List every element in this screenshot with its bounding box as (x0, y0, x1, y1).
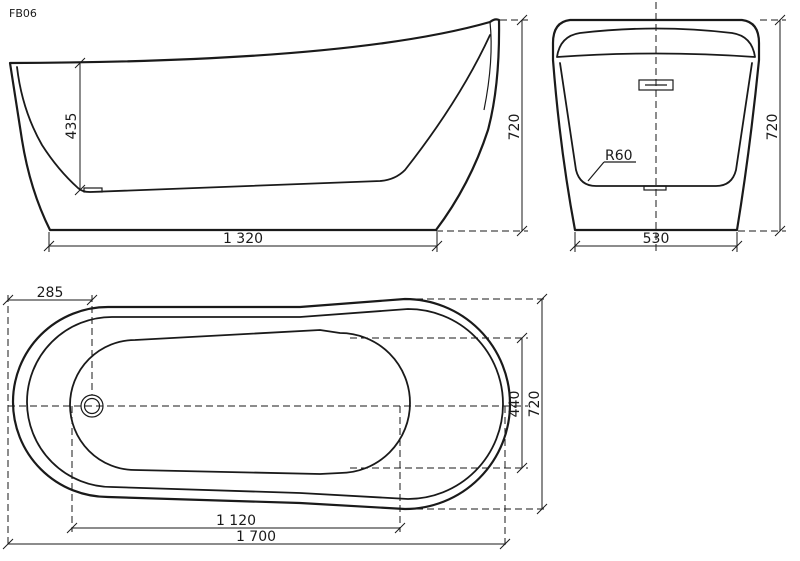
top-view-outlet-label: 285 (37, 285, 64, 301)
top-view-inner-basin (69, 329, 411, 475)
model-code: FB06 (9, 7, 37, 20)
top-view-inner-width-label: 440 (507, 391, 523, 418)
top-view-outer-rim (11, 297, 512, 511)
end-view-drain-icon (643, 185, 667, 191)
top-view-total-width-label: 720 (527, 391, 543, 418)
end-view-radius-label: R60 (605, 148, 633, 164)
top-view-inner-rim (26, 308, 504, 500)
top-view: 285 1 120 1 700 440 720 (2, 285, 548, 550)
end-view-headrest-rim (556, 27, 756, 58)
side-view-height-label: 720 (507, 114, 523, 141)
side-view: 720 435 1 320 (8, 14, 528, 252)
side-view-depth-label: 435 (64, 113, 80, 140)
side-view-rim-edge (483, 21, 492, 111)
side-view-length-label: 1 320 (223, 231, 263, 247)
side-view-inner-basin (16, 34, 491, 193)
end-view-outer-shell (551, 18, 761, 232)
end-view-height-label: 720 (765, 114, 781, 141)
end-view-width-label: 530 (643, 231, 670, 247)
side-view-drain-icon (83, 187, 103, 193)
top-view-total-length-label: 1 700 (236, 529, 276, 545)
top-view-inner-length-label: 1 120 (216, 513, 256, 529)
end-view: R60 720 530 (551, 2, 786, 252)
end-view-radius-leader (587, 161, 605, 182)
side-view-outer-shell (8, 18, 501, 232)
